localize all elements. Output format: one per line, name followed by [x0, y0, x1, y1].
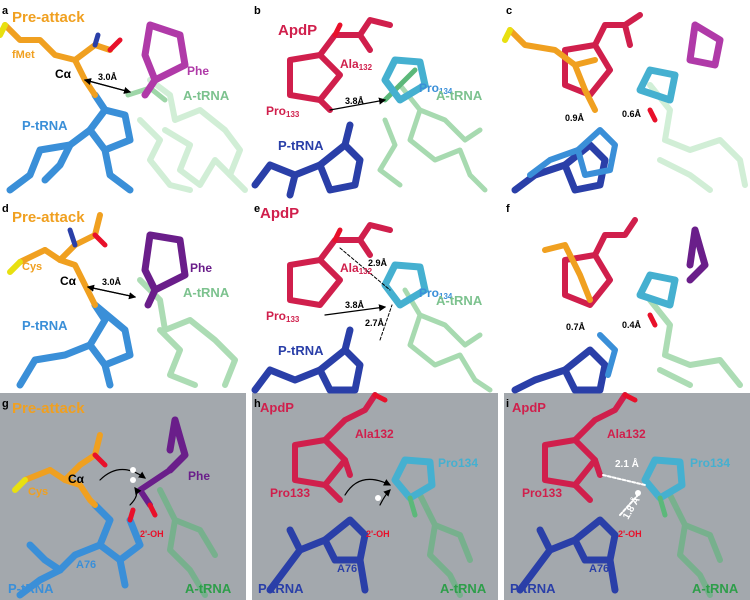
panel-i-label-ptrna: P-tRNA — [510, 581, 556, 596]
panel-e-title: ApdP — [260, 205, 299, 222]
panel-i-label-2oh: 2'-OH — [618, 529, 642, 539]
panel-letter-b: b — [254, 5, 261, 17]
panel-letter-h: h — [254, 398, 261, 410]
panel-letter-a: a — [2, 5, 9, 17]
panel-i-label-a76: A76 — [589, 563, 609, 575]
panel-d — [7, 212, 238, 389]
panel-g — [12, 416, 218, 599]
panel-a-distance: 3.0Å — [98, 72, 118, 82]
panel-c-distance-1: 0.9Å — [565, 113, 585, 123]
panel-i-label-atrna: A-tRNA — [692, 581, 739, 596]
panel-e-distance-3: 2.7Å — [365, 318, 385, 328]
panel-d-title: Pre-attack — [12, 209, 85, 226]
panel-e-label-pro133: Pro133 — [266, 309, 300, 324]
panel-g-label-2oh: 2'-OH — [140, 529, 164, 539]
panel-i-label-pro134: Pro134 — [690, 456, 730, 470]
panel-h-label-2oh: 2'-OH — [366, 529, 390, 539]
panel-a-label-atrna: A-tRNA — [183, 88, 230, 103]
panel-d-label-phe: Phe — [190, 261, 212, 275]
panel-letter-d: d — [2, 203, 9, 215]
panel-b-label-pro133: Pro133 — [266, 104, 300, 119]
panel-e-label-ala: Ala132 — [340, 261, 373, 276]
panel-g-label-phe: Phe — [188, 469, 210, 483]
panel-b-label-ala: Ala132 — [340, 57, 373, 72]
panel-d-label-cys: Cys — [22, 261, 42, 273]
panel-a-label-calpha: Cα — [55, 67, 72, 81]
panel-g-label-ptrna: P-tRNA — [8, 581, 54, 596]
panel-e-label-pro134: Pro134 — [419, 286, 453, 301]
panel-h-label-atrna: A-tRNA — [440, 581, 487, 596]
panel-h — [266, 392, 473, 598]
panel-e-label-atrna: A-tRNA — [436, 293, 483, 308]
panel-h-label-pro134: Pro134 — [438, 456, 478, 470]
panel-e — [251, 222, 493, 394]
panel-h-label-ala132: Ala132 — [355, 427, 394, 441]
panel-b-label-ptrna: P-tRNA — [278, 138, 324, 153]
panel-a-label-ptrna: P-tRNA — [22, 118, 68, 133]
panel-h-label-ptrna: P-tRNA — [258, 581, 304, 596]
panel-letter-c: c — [506, 5, 512, 17]
panel-d-label-ptrna: P-tRNA — [22, 318, 68, 333]
panel-b-label-atrna: A-tRNA — [436, 88, 483, 103]
panel-letter-i: i — [506, 398, 509, 410]
panel-letter-g: g — [2, 398, 9, 410]
panel-d-distance: 3.0Å — [102, 277, 122, 287]
panel-letter-f: f — [506, 203, 510, 215]
panel-h-title: ApdP — [260, 400, 294, 415]
panel-h-label-a76: A76 — [337, 563, 357, 575]
panel-i-background — [504, 393, 750, 600]
panel-f-distance-2: 0.4Å — [622, 320, 642, 330]
panel-c-distance-2: 0.6Å — [622, 109, 642, 119]
panel-h-label-pro133: Pro133 — [270, 486, 310, 500]
panel-b-title: ApdP — [278, 22, 317, 39]
panel-i-title: ApdP — [512, 400, 546, 415]
panel-g-title: Pre-attack — [12, 400, 85, 417]
panel-e-label-ptrna: P-tRNA — [278, 343, 324, 358]
panel-e-distance-1: 2.9Å — [368, 258, 388, 268]
panel-b — [251, 17, 488, 199]
panel-letter-e: e — [254, 203, 260, 215]
panel-e-distance-2: 3.8Å — [345, 300, 365, 310]
panel-b-distance: 3.8Å — [345, 96, 365, 106]
panel-a — [0, 21, 248, 194]
panel-g-label-a76: A76 — [76, 559, 96, 571]
panel-h-background — [252, 393, 498, 600]
panel-f — [511, 217, 743, 394]
panel-b-label-pro134: Pro134 — [419, 81, 453, 96]
panel-i-label-pro133: Pro133 — [522, 486, 562, 500]
panel-d-label-atrna: A-tRNA — [183, 285, 230, 300]
panel-d-label-calpha: Cα — [60, 274, 77, 288]
panel-i-distance-1: 2.1 Å — [615, 457, 639, 470]
panel-a-label-fmet: fMet — [12, 49, 35, 61]
panel-c — [502, 12, 748, 194]
panel-a-title: Pre-attack — [12, 9, 85, 26]
panel-g-label-cys: Cys — [28, 486, 48, 498]
panel-g-label-calpha: Cα — [68, 472, 85, 486]
panel-g-label-atrna: A-tRNA — [185, 581, 232, 596]
panel-f-distance-1: 0.7Å — [566, 322, 586, 332]
panel-a-label-phe: Phe — [187, 64, 209, 78]
panel-i — [516, 392, 723, 598]
panel-i-label-ala132: Ala132 — [607, 427, 646, 441]
